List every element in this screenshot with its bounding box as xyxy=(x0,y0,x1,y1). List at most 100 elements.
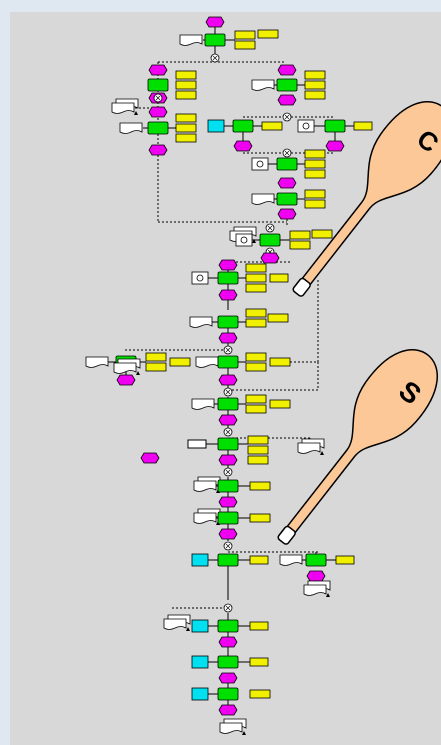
role-node xyxy=(249,621,269,631)
event-node xyxy=(218,672,238,684)
document-node xyxy=(251,193,275,205)
role-node xyxy=(304,149,326,159)
document-node xyxy=(279,554,303,566)
role-node xyxy=(304,90,326,100)
role-node xyxy=(175,133,197,143)
document-node xyxy=(195,356,219,368)
role-node xyxy=(145,362,167,372)
function-node xyxy=(232,119,254,133)
role-node xyxy=(245,394,267,404)
role-node xyxy=(269,273,289,283)
event-node xyxy=(218,414,238,426)
document-node xyxy=(251,79,275,91)
diagram-nodes xyxy=(85,16,373,735)
event-node xyxy=(277,177,297,189)
role-node xyxy=(245,308,267,318)
function-node xyxy=(276,78,298,92)
spoon-upper-tip xyxy=(292,277,311,297)
role-node xyxy=(245,362,267,372)
document-marker xyxy=(252,239,256,243)
spoon-lower: S xyxy=(277,348,438,545)
document-marker xyxy=(134,111,138,115)
xor-mark xyxy=(225,469,231,475)
document-node xyxy=(85,356,109,368)
xor-mark xyxy=(267,225,273,231)
role-node xyxy=(289,240,311,250)
event-node xyxy=(148,144,168,156)
role-node xyxy=(335,555,355,565)
function-node xyxy=(217,355,239,369)
role-node xyxy=(304,169,326,179)
role-node xyxy=(249,555,269,565)
function-node xyxy=(217,479,239,493)
role-node xyxy=(249,513,271,523)
spoons: C S xyxy=(277,100,441,545)
event-node xyxy=(306,570,326,582)
system-node xyxy=(207,119,225,133)
xor-mark xyxy=(284,114,290,120)
role-node xyxy=(245,283,267,293)
screen-lens xyxy=(302,122,310,130)
role-node xyxy=(175,123,197,133)
role-node xyxy=(257,29,279,39)
event-node xyxy=(148,106,168,118)
document-marker xyxy=(326,593,330,597)
event-node xyxy=(277,94,297,106)
function-node xyxy=(217,619,239,633)
role-node xyxy=(269,399,291,409)
role-node xyxy=(234,30,256,40)
document-node xyxy=(189,316,213,328)
function-node xyxy=(147,121,169,135)
function-node xyxy=(217,315,239,329)
role-node xyxy=(289,230,311,240)
role-node xyxy=(304,70,326,80)
role-node xyxy=(269,357,291,367)
role-node xyxy=(267,313,289,323)
document-marker xyxy=(320,451,324,455)
screen-lens xyxy=(256,160,264,168)
system-node xyxy=(191,619,209,633)
spoon-upper-handle xyxy=(293,100,441,297)
function-node xyxy=(217,553,239,567)
xor-mark xyxy=(212,55,218,61)
document-node xyxy=(119,122,143,134)
event-node xyxy=(218,259,238,271)
event-node xyxy=(218,636,238,648)
role-node xyxy=(249,657,269,667)
function-node xyxy=(204,33,226,47)
role-node xyxy=(304,189,326,199)
screen-node xyxy=(297,119,315,133)
role-node xyxy=(245,263,267,273)
event-node xyxy=(218,704,238,716)
role-node xyxy=(247,435,269,445)
function-node xyxy=(217,655,239,669)
role-node xyxy=(353,121,373,131)
function-node xyxy=(217,687,239,701)
role-node xyxy=(249,689,271,699)
role-node xyxy=(304,159,326,169)
role-node xyxy=(311,229,333,239)
screen-node xyxy=(251,157,269,171)
screen-node xyxy=(187,439,207,449)
xor-mark xyxy=(225,429,231,435)
event-node xyxy=(205,16,225,28)
role-node xyxy=(145,352,167,362)
event-node xyxy=(325,140,345,152)
screen-lens xyxy=(240,236,248,244)
xor-mark xyxy=(225,605,231,611)
event-node xyxy=(277,64,297,76)
function-node xyxy=(217,511,239,525)
function-node xyxy=(305,553,327,567)
document-node xyxy=(113,362,137,374)
xor-mark xyxy=(225,543,231,549)
document-node xyxy=(219,722,243,734)
role-node xyxy=(245,273,267,283)
role-node xyxy=(169,357,191,367)
role-node xyxy=(245,404,267,414)
document-marker xyxy=(136,371,140,375)
system-node xyxy=(191,553,209,567)
role-node xyxy=(175,70,197,80)
screen-node xyxy=(191,271,209,285)
document-node xyxy=(179,34,203,46)
